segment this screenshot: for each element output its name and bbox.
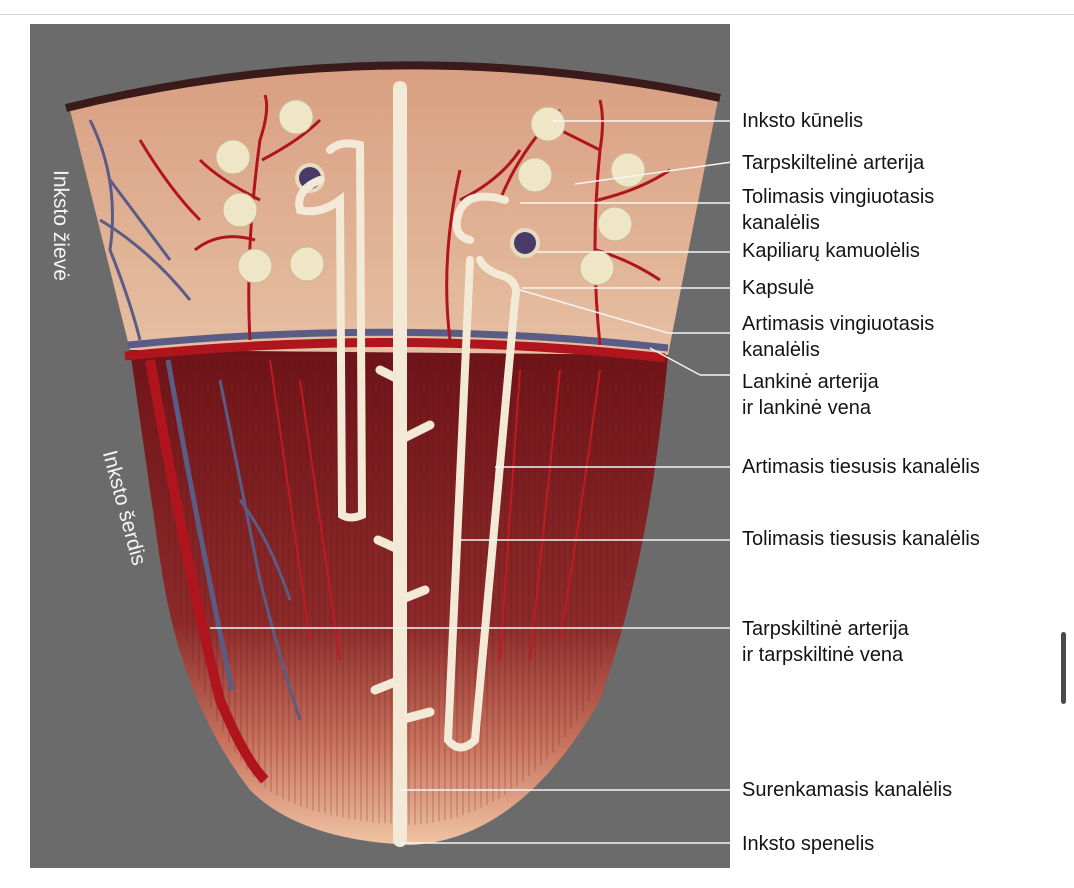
label-renal-corpuscle: Inksto kūnelis [742,110,864,132]
collecting-duct [370,81,435,847]
label-proximal-convoluted-tubule: Artimasis vingiuotasis kanalėlis [742,313,935,361]
label-glomerulus: Kapiliarų kamuolėlis [742,240,920,262]
vasa-recta [269,359,601,661]
label-arcuate-vessels: Lankinė arterija ir lankinė vena [742,371,879,419]
cortex-side-label: Inksto žievė [49,170,72,281]
label-interlobar-vessels: Tarpskiltinė arterija ir tarpskiltinė ve… [742,618,909,666]
label-collecting-duct: Surenkamasis kanalėlis [742,779,953,801]
interlobar-artery [145,359,269,784]
label-capsule: Kapsulė [742,277,815,299]
venous-network [88,119,302,721]
label-interlobular-artery: Tarpskiltelinė arterija [742,152,925,174]
leader-lines [210,120,733,844]
nephron-tubules [295,139,520,752]
scrollbar-thumb[interactable] [1061,632,1066,704]
capsule-rim [65,61,721,112]
label-distal-straight-tubule: Tolimasis tiesusis kanalėlis [742,528,980,550]
interlobar-vein [165,359,235,691]
renal-corpuscles [215,99,646,286]
top-divider [0,0,1074,15]
glomeruli [295,163,540,258]
label-distal-convoluted-tubule: Tolimasis vingiuotasis kanalėlis [742,186,935,234]
label-proximal-straight-tubule: Artimasis tiesusis kanalėlis [742,456,980,478]
label-renal-papilla: Inksto spenelis [742,833,875,855]
